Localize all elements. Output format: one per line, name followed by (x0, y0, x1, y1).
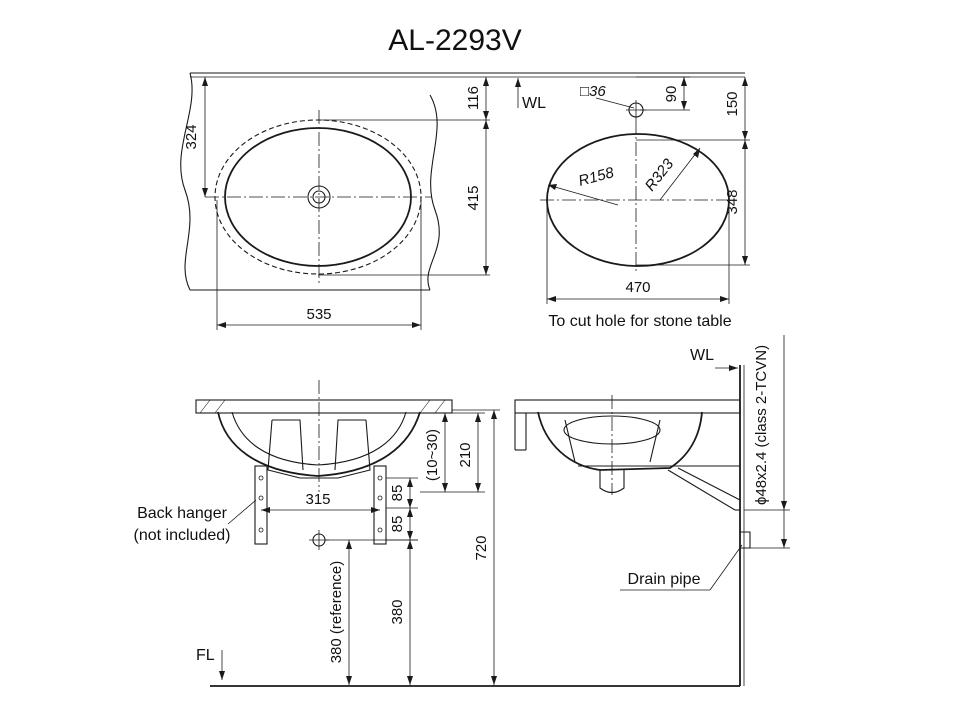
radius-r323: R323 (642, 155, 678, 194)
dim-470: 470 (625, 279, 650, 296)
wl-label-side: WL (690, 347, 714, 364)
dim-85-upper: 85 (389, 485, 406, 502)
dim-348: 348 (724, 189, 741, 214)
top-view: 324 116 415 535 (180, 72, 745, 330)
fl-label: FL (196, 647, 215, 664)
dim-380: 380 (389, 599, 406, 624)
dim-380-reference: 380 (reference) (328, 561, 345, 664)
front-basin-body (217, 411, 421, 477)
side-view: ϕ48x2.4 (class 2-TCVN) WL Drain pipe (514, 335, 790, 686)
dim-116: 116 (465, 86, 482, 110)
front-counter-slab (195, 399, 453, 414)
dim-535: 535 (306, 306, 331, 323)
back-hanger-note: (not included) (134, 527, 231, 544)
model-title: AL-2293V (388, 24, 521, 57)
dim-415: 415 (465, 185, 482, 210)
dim-324: 324 (183, 124, 200, 149)
side-drain-trap (599, 470, 625, 494)
dim-adjust: (10~30) (424, 429, 441, 481)
back-hanger-left (254, 465, 268, 545)
dim-210: 210 (457, 442, 474, 467)
back-hanger-right (373, 465, 387, 545)
dim-150: 150 (724, 91, 741, 116)
counter-break-right (427, 94, 440, 291)
counter-break-left (180, 72, 193, 291)
pipe-spec-label: ϕ48x2.4 (class 2-TCVN) (753, 345, 770, 505)
wl-label-top: WL (522, 95, 546, 112)
back-hanger-label: Back hanger (137, 505, 228, 522)
radius-r158: R158 (577, 164, 617, 190)
dim-85-lower: 85 (389, 516, 406, 533)
front-view: 315 85 85 (10~30) 210 720 (134, 380, 500, 685)
side-basin-body (537, 411, 703, 471)
dim-720: 720 (473, 535, 490, 560)
tap-hole-label: □36 (580, 83, 606, 100)
drain-pipe-line (667, 469, 736, 511)
cutout-caption: To cut hole for stone table (548, 313, 731, 330)
side-counter-slab (514, 399, 741, 414)
dim-90: 90 (663, 86, 680, 103)
drain-pipe-label: Drain pipe (628, 571, 701, 588)
dim-315: 315 (305, 491, 330, 508)
cutout-view: WL □36 90 150 348 R158 R323 (515, 76, 750, 330)
